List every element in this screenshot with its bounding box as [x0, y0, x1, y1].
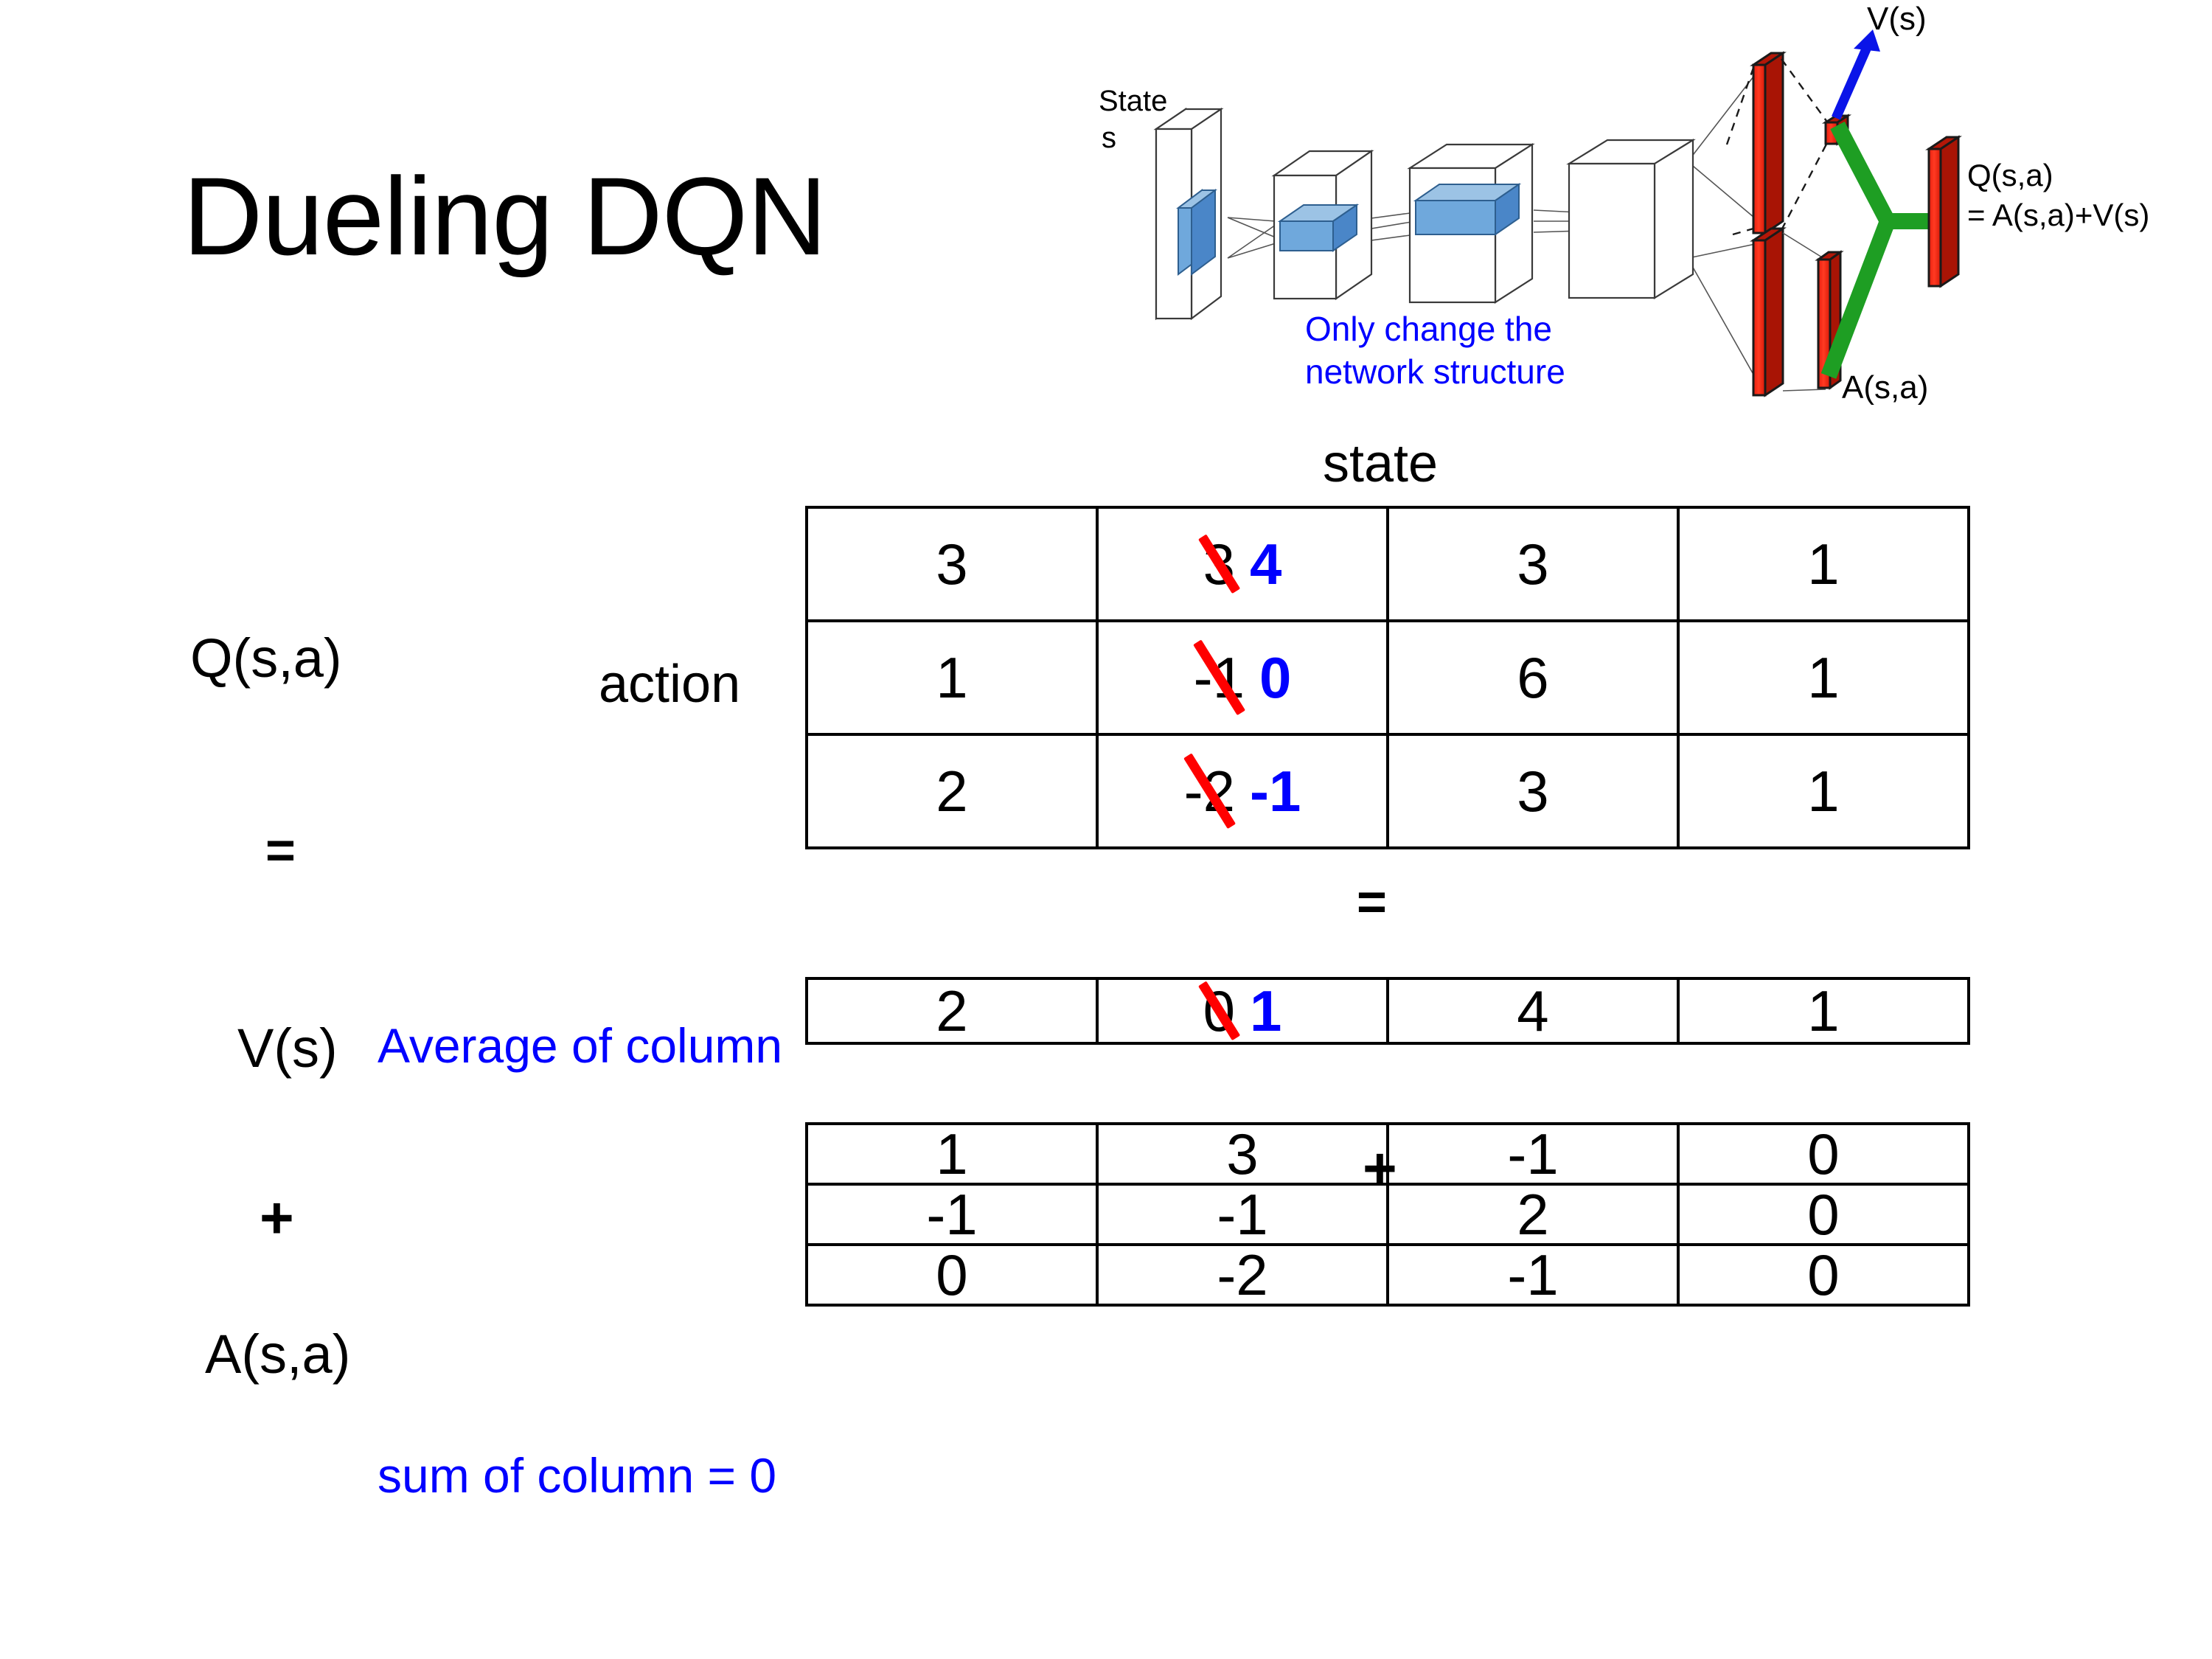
table-cell: 1 — [1677, 619, 1970, 736]
table-cell: 4 — [1386, 977, 1680, 1045]
new-value: -1 — [1250, 759, 1301, 824]
struck-old-value: 0 — [1203, 978, 1235, 1043]
axis-label-state: state — [0, 434, 2212, 494]
new-value: 1 — [1250, 978, 1282, 1043]
table-cell: 0 — [1677, 1122, 1970, 1186]
table-cell: 1 — [1677, 977, 1970, 1045]
table-cell: -2 — [1096, 1243, 1389, 1307]
diagram-input-label-line1: State — [1099, 85, 1167, 117]
table-cell: 1 — [1677, 506, 1970, 622]
table-cell: -1 — [1096, 1183, 1389, 1246]
dueling-network-diagram: State s V(s) A(s,a) Q(s,a) = A(s,a)+V(s)… — [1091, 0, 2212, 413]
note-sum-of-column: sum of column = 0 — [378, 1448, 777, 1503]
operator-equals-left: = — [265, 821, 297, 879]
diagram-note-line2: network structure — [1305, 352, 1565, 391]
table-cell: 1 — [1677, 733, 1970, 849]
struck-old-value: -2 — [1183, 759, 1235, 824]
new-value: 0 — [1259, 645, 1292, 710]
page-title: Dueling DQN — [183, 154, 827, 278]
table-cell: 6 — [1386, 619, 1680, 736]
new-value: 4 — [1250, 532, 1282, 597]
diagram-input-label-line2: s — [1102, 122, 1116, 154]
table-cell: 0 — [1677, 1183, 1970, 1246]
table-cell: 3 — [1386, 506, 1680, 622]
diagram-note-line1: Only change the — [1305, 310, 1552, 348]
table-cell: -1 — [805, 1183, 1099, 1246]
edited-cell: -2-1 — [1184, 762, 1301, 820]
operator-equals-between-tables: = — [1357, 873, 1388, 931]
table-cell: 0 — [1677, 1243, 1970, 1307]
label-a-function: A(s,a) — [205, 1324, 351, 1385]
axis-label-action: action — [599, 655, 741, 714]
diagram-advantage-label: A(s,a) — [1842, 369, 1928, 406]
table-cell: 2 — [805, 977, 1099, 1045]
operator-plus-left: + — [260, 1185, 294, 1251]
struck-old-value: 3 — [1203, 532, 1235, 597]
table-cell: 0 — [805, 1243, 1099, 1307]
diagram-output-label-line1: Q(s,a) — [1967, 158, 2053, 192]
table-cell: -2-1 — [1096, 733, 1389, 849]
label-q-function: Q(s,a) — [190, 627, 342, 689]
note-average-of-column: Average of column — [378, 1018, 783, 1073]
table-cell: 1 — [805, 619, 1099, 736]
struck-old-value: -1 — [1193, 645, 1245, 710]
axis-label-state-text: state — [1322, 434, 1439, 493]
diagram-value-label: V(s) — [1867, 1, 1927, 37]
table-cell: -1 — [1386, 1243, 1680, 1307]
table-cell: 3 — [1386, 733, 1680, 849]
diagram-output-label-line2: = A(s,a)+V(s) — [1967, 198, 2149, 232]
table-cell: 2 — [1386, 1183, 1680, 1246]
table-cell: 3 — [1096, 1122, 1389, 1186]
label-v-function: V(s) — [237, 1018, 338, 1079]
table-cell: -1 — [1386, 1122, 1680, 1186]
table-cell: 2 — [805, 733, 1099, 849]
table-cell: 3 — [805, 506, 1099, 622]
table-cell: 1 — [805, 1122, 1099, 1186]
